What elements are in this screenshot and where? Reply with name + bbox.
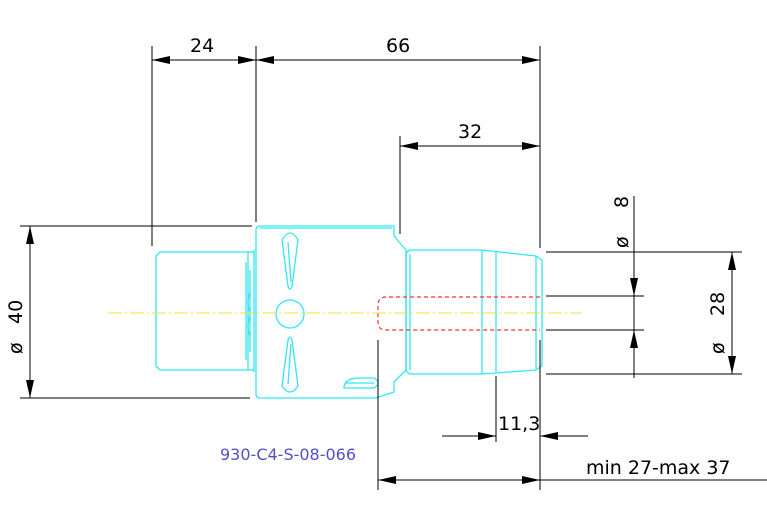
dim-40: 40	[5, 300, 27, 324]
dim-11-3: 11,3	[498, 413, 540, 435]
dim-66: 66	[386, 35, 410, 57]
dim-8-phi: ø	[611, 236, 633, 248]
main-body	[255, 225, 407, 399]
part-outline	[155, 225, 543, 399]
dim-min-max: min 27-max 37	[586, 457, 731, 479]
part-number-label: 930-C4-S-08-066	[220, 445, 356, 464]
slot-upper	[281, 232, 299, 290]
set-screw	[343, 377, 379, 389]
slot-lower	[281, 336, 299, 393]
dim-8: 8	[611, 196, 633, 208]
dim-28: 28	[707, 292, 729, 316]
arrowheads	[26, 56, 736, 484]
left-shank	[155, 251, 249, 371]
dim-32: 32	[458, 121, 482, 143]
dim-40-phi: ø	[5, 342, 27, 354]
dimension-lines	[20, 46, 767, 490]
nose-section	[405, 249, 543, 375]
dim-24: 24	[190, 35, 214, 57]
cross-hole	[275, 299, 305, 329]
dim-28-phi: ø	[707, 342, 729, 354]
